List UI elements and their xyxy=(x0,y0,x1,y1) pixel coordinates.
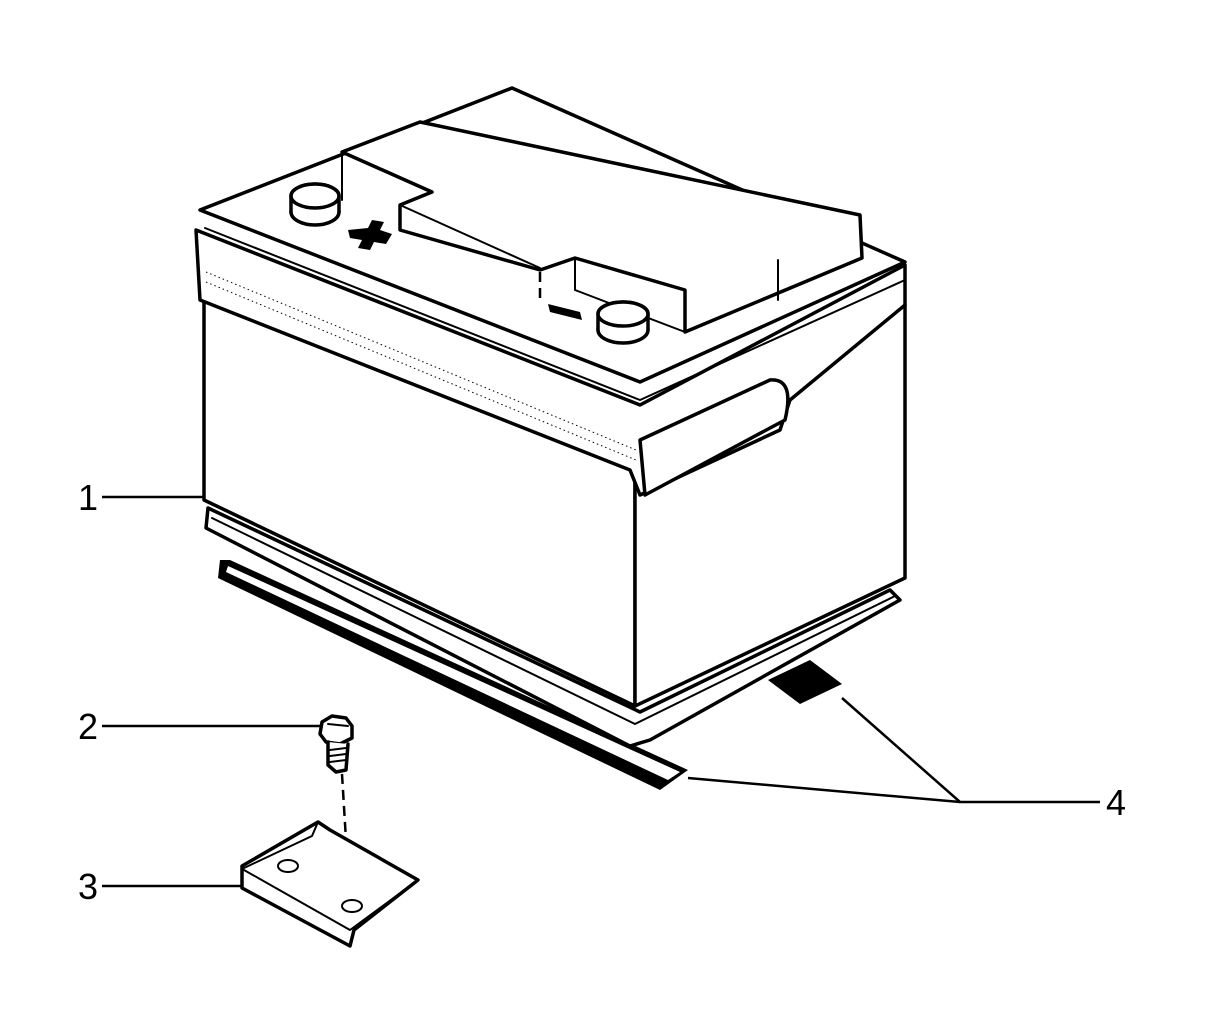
negative-terminal xyxy=(596,300,650,345)
battery xyxy=(194,86,907,748)
hold-down-clamp xyxy=(240,820,420,948)
callout-4: 4 xyxy=(1106,782,1126,823)
leader-line-4 xyxy=(841,697,1100,804)
battery-pad-rear xyxy=(768,660,842,704)
minus-symbol xyxy=(548,304,582,320)
leader-line-4b xyxy=(687,776,961,804)
bolt xyxy=(318,714,354,774)
callout-2: 2 xyxy=(78,706,98,747)
callout-1: 1 xyxy=(78,477,98,518)
plus-symbol xyxy=(348,220,392,250)
positive-terminal xyxy=(289,182,341,227)
battery-pad-front xyxy=(218,560,688,790)
callout-3: 3 xyxy=(78,866,98,907)
